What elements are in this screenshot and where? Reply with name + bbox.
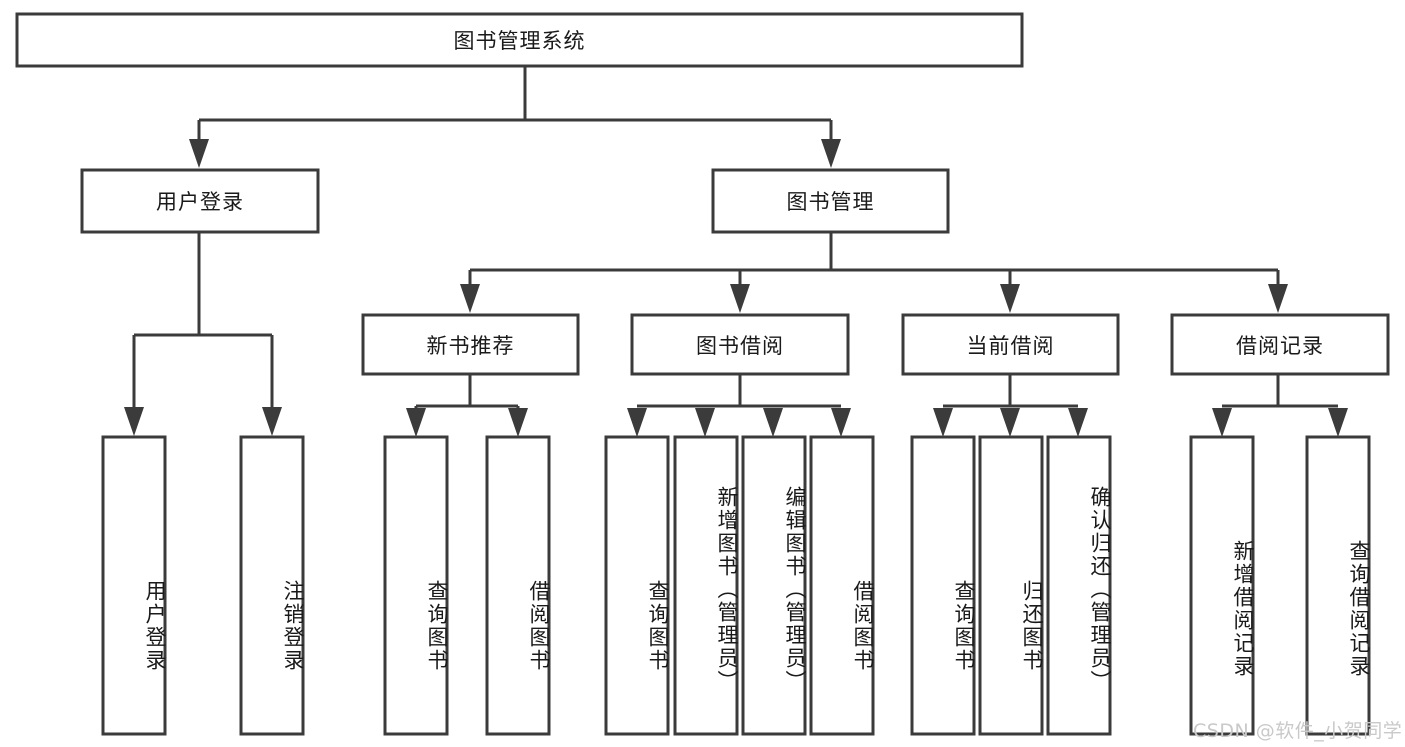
csdn-watermark: CSDN @软件_小贺同学 [1193,720,1403,742]
node-new-book-label: 新书推荐 [426,333,515,358]
arrow-to-book-borrow [730,284,750,313]
leaf-label-borrow-book-1: 借阅图书 [527,579,551,672]
arrow-to-leaf-logout [262,407,282,436]
node-leaf-box[interactable] [1305,435,1371,736]
arrow-to-leaf-return-book [1000,408,1020,437]
arrow-to-leaf-query-book-1 [406,408,426,437]
node-leaf-box[interactable] [485,435,551,736]
node-borrow-record-box[interactable] [1170,313,1390,376]
arrow-to-leaf-query-book-3 [933,408,953,437]
leaf-label-add-record: 新增借阅记录 [1231,539,1255,678]
leaf-label-edit-book: 编辑图书（管理员） [783,486,807,693]
arrow-to-leaf-confirm-return [1068,408,1088,437]
arrow-to-leaf-borrow-book-1 [508,408,528,437]
node-book-borrow-box[interactable] [630,313,850,376]
node-user-login-box[interactable] [80,168,320,234]
arrow-to-leaf-user-login [124,407,144,436]
node-borrow-record-label: 借阅记录 [1236,333,1324,358]
arrow-to-borrow-record [1268,284,1288,313]
node-current-borrow-box[interactable] [901,313,1120,376]
node-root-label: 图书管理系统 [453,29,586,53]
node-book-manage-box[interactable] [711,168,950,234]
arrow-to-leaf-add-record [1212,408,1232,437]
leaf-label-query-record: 查询借阅记录 [1347,539,1371,678]
node-leaf-box[interactable] [910,435,976,736]
node-leaf-box[interactable] [383,435,449,736]
node-leaf-box[interactable] [1189,435,1255,736]
arrow-to-leaf-query-book-2 [627,408,647,437]
node-leaf-box[interactable] [239,435,305,736]
arrow-to-user-login [189,139,209,168]
leaf-label-query-book-1: 查询图书 [425,579,449,672]
leaf-label-return-book: 归还图书 [1020,579,1044,672]
node-root-box[interactable] [15,12,1024,68]
leaf-label-logout: 注销登录 [281,579,305,672]
node-leaf-box[interactable] [604,435,670,736]
node-leaf-box[interactable] [741,435,807,736]
node-book-borrow-label: 图书借阅 [696,333,784,358]
node-current-borrow-label: 当前借阅 [966,333,1055,358]
arrow-to-book-manage [821,139,841,168]
arrow-to-leaf-query-record [1328,408,1348,437]
node-book-manage-label: 图书管理 [786,190,875,214]
leaf-label-user-login: 用户登录 [143,579,167,672]
leaf-label-query-book-3: 查询图书 [952,579,976,672]
node-leaf-box[interactable] [1046,435,1112,736]
arrow-to-leaf-borrow-book-2 [831,408,851,437]
node-leaf-box[interactable] [809,435,875,736]
arrow-to-leaf-edit-book [763,408,783,437]
arrow-to-current-borrow [1000,284,1020,313]
arrow-to-leaf-add-book [695,408,715,437]
node-leaf-box[interactable] [101,435,167,736]
node-user-login-label: 用户登录 [156,190,244,214]
leaf-label-add-book: 新增图书（管理员） [715,486,739,693]
arrow-to-new-book [460,284,480,313]
node-new-book-box[interactable] [361,313,580,376]
node-leaf-box[interactable] [673,435,739,736]
leaf-label-confirm-return: 确认归还（管理员） [1088,486,1112,693]
leaf-label-query-book-2: 查询图书 [646,579,670,672]
node-leaf-box[interactable] [978,435,1044,736]
leaf-label-borrow-book-2: 借阅图书 [851,579,875,672]
